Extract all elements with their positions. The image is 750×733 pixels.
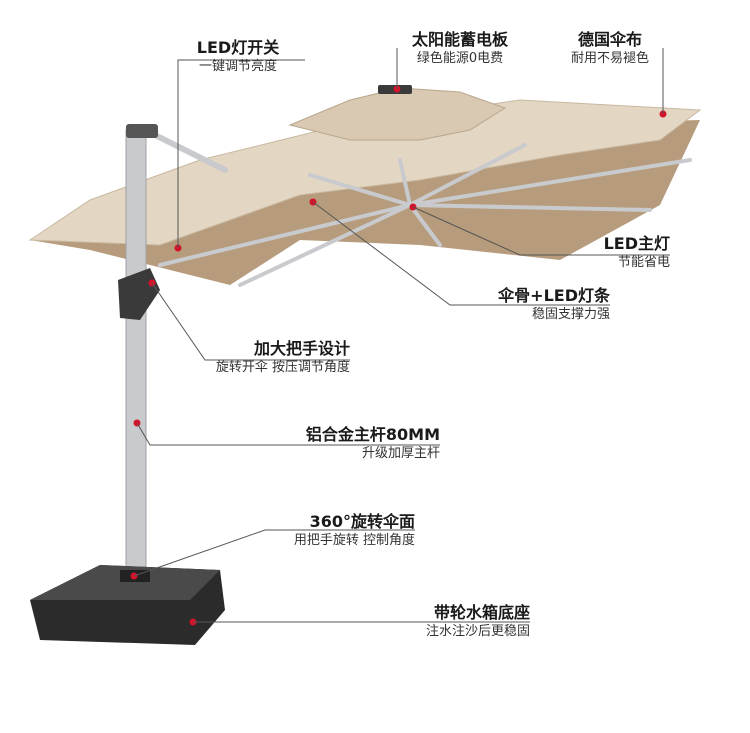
feature-solar-panel-subtitle: 绿色能源0电费 <box>416 51 504 66</box>
feature-led-main: LED主灯 节能省电 <box>560 234 670 272</box>
solar-cap <box>288 87 507 141</box>
feature-solar-panel: 太阳能蓄电板 绿色能源0电费 <box>395 30 525 68</box>
ribs <box>158 143 692 287</box>
feature-pole-title: 铝合金主杆80MM <box>305 425 440 444</box>
feature-canopy-fabric-subtitle: 耐用不易褪色 <box>570 51 649 66</box>
feature-rotation: 360°旋转伞面 用把手旋转 控制角度 <box>255 512 415 550</box>
feature-base-title: 带轮水箱底座 <box>433 603 530 622</box>
feature-handle-title: 加大把手设计 <box>253 339 350 358</box>
feature-pole: 铝合金主杆80MM 升级加厚主杆 <box>280 425 440 463</box>
main-pole <box>125 129 147 581</box>
base-top <box>30 565 220 600</box>
feature-base-subtitle: 注水注沙后更稳固 <box>425 624 530 639</box>
feature-canopy-fabric-title: 德国伞布 <box>577 30 642 49</box>
feature-rotation-subtitle: 用把手旋转 控制角度 <box>293 533 415 548</box>
feature-ribs-led: 伞骨+LED灯条 稳固支撑力强 <box>450 286 610 324</box>
canopy-underside <box>30 120 700 285</box>
feature-solar-panel-title: 太阳能蓄电板 <box>411 30 508 49</box>
canopy-top <box>28 99 702 246</box>
feature-handle-subtitle: 旋转开伞 按压调节角度 <box>215 360 350 375</box>
handle-grip <box>118 268 160 320</box>
feature-canopy-fabric: 德国伞布 耐用不易褪色 <box>555 30 665 68</box>
feature-led-switch: LED灯开关 一键调节亮度 <box>178 38 298 76</box>
feature-rotation-title: 360°旋转伞面 <box>309 512 415 531</box>
feature-led-main-title: LED主灯 <box>603 234 670 253</box>
feature-led-switch-title: LED灯开关 <box>196 38 280 57</box>
feature-led-main-subtitle: 节能省电 <box>617 255 670 270</box>
feature-ribs-led-title: 伞骨+LED灯条 <box>498 286 610 305</box>
feature-handle: 加大把手设计 旋转开伞 按压调节角度 <box>175 339 350 377</box>
feature-base: 带轮水箱底座 注水注沙后更稳固 <box>380 603 530 641</box>
pole-top-cap <box>126 124 158 138</box>
feature-led-switch-subtitle: 一键调节亮度 <box>198 59 277 74</box>
feature-ribs-led-subtitle: 稳固支撑力强 <box>531 307 610 322</box>
leader-lines <box>133 48 670 623</box>
support-arm <box>142 127 228 173</box>
feature-pole-subtitle: 升级加厚主杆 <box>361 446 440 461</box>
